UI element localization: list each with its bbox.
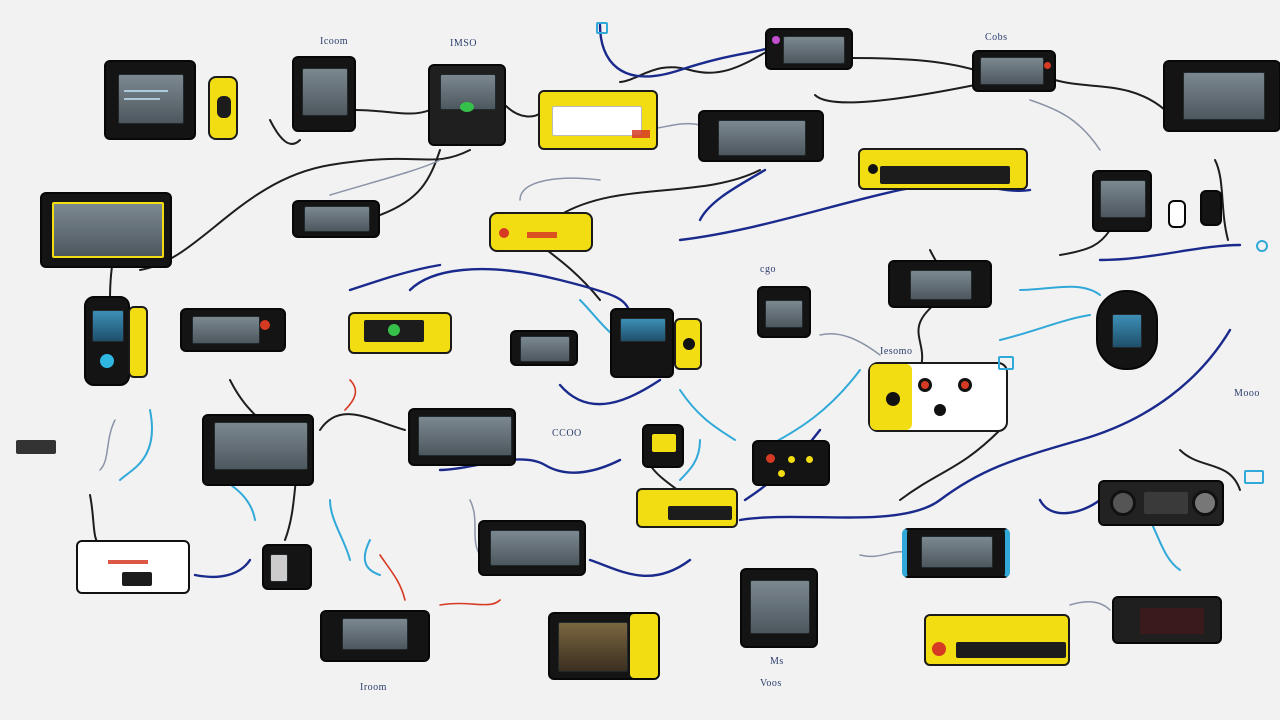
camera-icon: [910, 270, 972, 300]
monitor-icon: [52, 202, 164, 258]
handheld-side-panel: [128, 306, 148, 378]
monitor-icon: [520, 336, 570, 362]
monitor-device-12[interactable]: [757, 286, 811, 338]
camera-icon: [620, 318, 666, 342]
monitor-icon: [490, 530, 580, 566]
label-right-note: Mooo: [1234, 388, 1260, 399]
monitor-icon: [304, 206, 370, 232]
panel-device-1[interactable]: [538, 90, 658, 150]
label-mid-a: cgo: [760, 264, 776, 275]
monitor-device-6[interactable]: [698, 110, 824, 162]
monitor-device-1[interactable]: [104, 60, 196, 140]
camera-icon: [1140, 608, 1204, 634]
label-mid-c: CCOO: [552, 428, 582, 439]
monitor-icon: [765, 300, 803, 328]
monitor-icon: [980, 57, 1044, 85]
monitor-device-2[interactable]: [292, 56, 356, 132]
monitor-device-16[interactable]: [478, 520, 586, 576]
monitor-device-15[interactable]: [76, 540, 190, 594]
speaker-icon: [886, 392, 900, 406]
camera-device-7[interactable]: [1112, 596, 1222, 644]
monitor-device-9[interactable]: [1092, 170, 1152, 232]
monitor-icon: [783, 36, 845, 64]
panel-device-4[interactable]: [636, 488, 738, 528]
monitor-icon: [192, 316, 260, 344]
monitor-icon: [214, 422, 308, 470]
monitor-device-18[interactable]: [740, 568, 818, 648]
monitor-device-10[interactable]: [180, 308, 286, 352]
control-device-1[interactable]: [752, 440, 830, 486]
camera-device-2[interactable]: [610, 308, 674, 378]
panel-device-2[interactable]: [858, 148, 1028, 190]
panel-device-5[interactable]: [924, 614, 1070, 666]
camera-device-6[interactable]: [548, 612, 660, 680]
handheld-device-5[interactable]: [1096, 290, 1158, 370]
monitor-device-11[interactable]: [510, 330, 578, 366]
camera-device-3[interactable]: [888, 260, 992, 308]
connector-plug-icon: [596, 22, 608, 34]
label-bottom-mid: Voos: [760, 678, 782, 689]
monitor-device-14[interactable]: [408, 408, 516, 466]
handheld-device-3[interactable]: [1168, 200, 1186, 228]
connector-plug-icon: [998, 356, 1014, 370]
speaker-device-2[interactable]: [674, 318, 702, 370]
handheld-device-1[interactable]: [208, 76, 238, 140]
monitor-device-17[interactable]: [902, 528, 1010, 578]
label-bottom-left: Iroom: [360, 682, 387, 693]
monitor-icon: [342, 618, 408, 650]
monitor-device-8[interactable]: [292, 200, 380, 238]
connector-plug-icon: [16, 440, 56, 454]
monitor-icon: [1183, 72, 1265, 120]
monitor-device-7[interactable]: [40, 192, 172, 268]
connector-plug-icon: [1244, 470, 1264, 484]
camera-device-4[interactable]: [1098, 480, 1224, 526]
monitor-device-3[interactable]: [765, 28, 853, 70]
handheld-device-2[interactable]: [1200, 190, 1222, 226]
camera-device-1[interactable]: [428, 64, 506, 146]
monitor-device-13[interactable]: [202, 414, 314, 486]
speaker-device-3[interactable]: [868, 362, 1008, 432]
monitor-icon: [718, 120, 806, 156]
speaker-icon: [683, 338, 695, 350]
monitor-icon: [302, 68, 348, 116]
speaker-device-1[interactable]: [489, 212, 593, 252]
connector-plug-icon: [1256, 240, 1268, 252]
monitor-device-19[interactable]: [320, 610, 430, 662]
label-top-left: Icoom: [320, 36, 349, 47]
monitor-device-5[interactable]: [1163, 60, 1280, 132]
handheld-device-4[interactable]: [84, 296, 130, 386]
label-top-mid: IMSO: [450, 38, 478, 49]
monitor-icon: [750, 580, 810, 634]
speaker-icon: [499, 228, 509, 238]
monitor-icon: [418, 416, 512, 456]
camera-icon: [1110, 490, 1136, 516]
monitor-device-4[interactable]: [972, 50, 1056, 92]
label-mid-d: Ms: [770, 656, 784, 667]
label-mid-b: Iesomo: [880, 346, 913, 357]
camera-icon: [558, 622, 628, 672]
monitor-icon: [1100, 180, 1146, 218]
monitor-icon: [921, 536, 993, 568]
handheld-device-6[interactable]: [642, 424, 684, 468]
camera-device-5[interactable]: [262, 544, 312, 590]
panel-device-3[interactable]: [348, 312, 452, 354]
camera-icon: [270, 554, 288, 582]
label-top-right: Cobs: [985, 32, 1008, 43]
